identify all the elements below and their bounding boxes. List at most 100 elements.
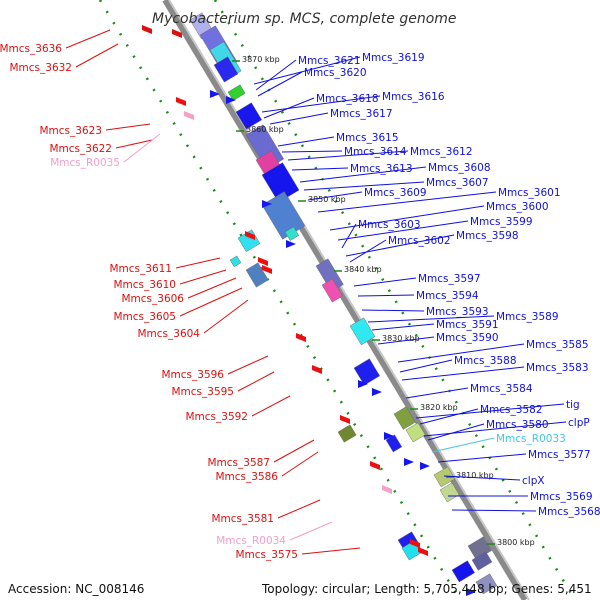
gene-label-right[interactable]: Mmcs_3602 — [388, 235, 451, 247]
gene-block[interactable] — [261, 162, 300, 203]
gene-label-right[interactable]: Mmcs_3569 — [530, 491, 593, 503]
gene-label-right[interactable]: Mmcs_3607 — [426, 177, 489, 189]
gene-label-left[interactable]: Mmcs_3606 — [121, 293, 184, 305]
gene-arrow[interactable] — [418, 547, 428, 556]
gene-arrow[interactable] — [340, 415, 350, 424]
gene-label-right[interactable]: Mmcs_3599 — [470, 216, 533, 228]
gene-label-right[interactable]: Mmcs_3609 — [364, 187, 427, 199]
gene-arrow[interactable] — [370, 461, 380, 470]
gene-block[interactable] — [451, 560, 475, 583]
gene-label-left[interactable]: Mmcs_3587 — [207, 457, 270, 469]
gene-block[interactable] — [227, 84, 246, 101]
gene-arrow[interactable] — [372, 388, 382, 396]
gene-block[interactable] — [393, 406, 416, 430]
gene-block[interactable] — [321, 278, 343, 303]
gene-arrow[interactable] — [172, 29, 182, 38]
gene-label-right[interactable]: Mmcs_3591 — [436, 319, 499, 331]
gene-label-left[interactable]: Mmcs_3611 — [109, 263, 172, 275]
gene-label-left[interactable]: Mmcs_3610 — [113, 279, 176, 291]
gene-arrow[interactable] — [184, 111, 194, 120]
gene-arrow[interactable] — [210, 90, 220, 98]
gene-arrow[interactable] — [384, 432, 394, 440]
gene-arrow[interactable] — [382, 485, 392, 494]
gene-label-left[interactable]: Mmcs_3622 — [49, 143, 112, 155]
gene-label-left[interactable]: Mmcs_3605 — [113, 311, 176, 323]
gene-block[interactable] — [229, 255, 242, 268]
gene-label-right[interactable]: Mmcs_3588 — [454, 355, 517, 367]
gene-label-left[interactable]: Mmcs_3595 — [171, 386, 234, 398]
gene-arrow[interactable] — [142, 25, 152, 34]
gene-label-right[interactable]: Mmcs_3585 — [526, 339, 589, 351]
gene-label-right[interactable]: Mmcs_3598 — [456, 230, 519, 242]
gene-block[interactable] — [405, 422, 426, 443]
gene-label-left[interactable]: Mmcs_R0034 — [216, 535, 286, 547]
gene-label-left[interactable]: Mmcs_3632 — [9, 62, 72, 74]
gene-label-right[interactable]: Mmcs_3583 — [526, 362, 589, 374]
gene-arrow[interactable] — [312, 365, 322, 374]
gene-label-right[interactable]: Mmcs_3568 — [538, 506, 600, 518]
gene-arrow[interactable] — [262, 200, 272, 208]
gene-label-right[interactable]: Mmcs_R0033 — [496, 433, 566, 445]
gene-arrow[interactable] — [358, 380, 368, 388]
gene-label-left[interactable]: Mmcs_3575 — [235, 549, 298, 561]
gene-block[interactable] — [433, 466, 456, 488]
gene-arrow[interactable] — [420, 462, 430, 470]
gene-block[interactable] — [439, 482, 460, 503]
gene-block[interactable] — [471, 551, 493, 571]
gene-label-right[interactable]: Mmcs_3608 — [428, 162, 491, 174]
gene-label-right[interactable]: Mmcs_3620 — [304, 67, 367, 79]
gene-label-left[interactable]: Mmcs_3604 — [137, 328, 200, 340]
gene-label-right[interactable]: Mmcs_3621 — [298, 55, 361, 67]
gene-label-right[interactable]: Mmcs_3617 — [330, 108, 393, 120]
gene-block[interactable] — [475, 573, 498, 595]
gene-label-right[interactable]: Mmcs_3584 — [470, 383, 533, 395]
gene-block[interactable] — [349, 317, 376, 346]
gene-arrow[interactable] — [296, 333, 306, 342]
gene-arrow[interactable] — [286, 240, 296, 248]
gene-label-right[interactable]: Mmcs_3618 — [316, 93, 379, 105]
gene-arrow[interactable] — [245, 231, 255, 240]
gene-label-right[interactable]: Mmcs_3600 — [486, 201, 549, 213]
gene-arrow[interactable] — [176, 97, 186, 106]
gene-label-right[interactable]: Mmcs_3614 — [344, 146, 407, 158]
gene-label-right[interactable]: Mmcs_3613 — [350, 163, 413, 175]
gene-arrow[interactable] — [410, 539, 420, 548]
gene-label-left[interactable]: Mmcs_R0035 — [50, 157, 120, 169]
gene-label-right[interactable]: Mmcs_3589 — [496, 311, 559, 323]
gene-arrow[interactable] — [226, 96, 236, 104]
gene-label-left[interactable]: Mmcs_3592 — [185, 411, 248, 423]
gene-block[interactable] — [353, 358, 381, 386]
gene-block[interactable] — [337, 424, 357, 443]
gene-label-right[interactable]: tig — [566, 399, 580, 411]
gene-label-right[interactable]: Mmcs_3580 — [486, 419, 549, 431]
gene-label-left[interactable]: Mmcs_3581 — [211, 513, 274, 525]
gene-label-left[interactable]: Mmcs_3586 — [215, 471, 278, 483]
gene-label-right[interactable]: Mmcs_3612 — [410, 146, 473, 158]
gene-label-right[interactable]: Mmcs_3577 — [528, 449, 591, 461]
gene-block[interactable] — [213, 56, 239, 83]
gene-label-right[interactable]: Mmcs_3603 — [358, 219, 421, 231]
gene-label-right[interactable]: Mmcs_3601 — [498, 187, 561, 199]
gene-label-right[interactable]: Mmcs_3597 — [418, 273, 481, 285]
gene-label-right[interactable]: Mmcs_3615 — [336, 132, 399, 144]
gene-label-right[interactable]: clpP — [568, 417, 590, 429]
gene-label-right[interactable]: Mmcs_3594 — [416, 290, 479, 302]
gene-arrow[interactable] — [258, 257, 268, 266]
gene-block[interactable] — [245, 262, 269, 288]
gene-block[interactable] — [261, 191, 306, 240]
gene-label-right[interactable]: Mmcs_3590 — [436, 332, 499, 344]
gene-label-left[interactable]: Mmcs_3636 — [0, 43, 62, 55]
gene-arrow[interactable] — [262, 265, 272, 274]
gene-label-right[interactable]: Mmcs_3582 — [480, 404, 543, 416]
gene-arrow[interactable] — [404, 458, 414, 466]
gene-label-right[interactable]: Mmcs_3619 — [362, 52, 425, 64]
gene-label-right[interactable]: Mmcs_3616 — [382, 91, 445, 103]
gene-label-left[interactable]: Mmcs_3596 — [161, 369, 224, 381]
gene-arrow[interactable] — [466, 588, 476, 596]
gene-block[interactable] — [235, 102, 263, 130]
gene-label-right[interactable]: Mmcs_3593 — [426, 306, 489, 318]
gene-block[interactable] — [284, 226, 299, 241]
gene-label-right[interactable]: clpX — [522, 475, 545, 487]
gene-label-left[interactable]: Mmcs_3623 — [39, 125, 102, 137]
